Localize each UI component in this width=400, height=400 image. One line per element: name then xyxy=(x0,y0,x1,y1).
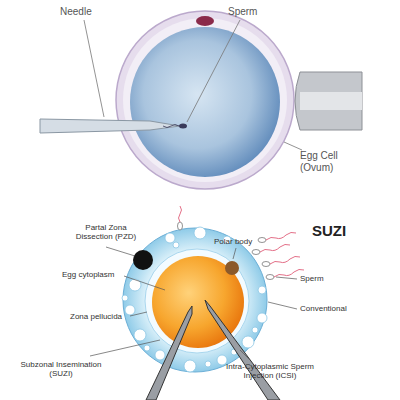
part-label: Sperm xyxy=(228,6,257,18)
part-label: Egg cytoplasm xyxy=(62,270,114,279)
part-label: Sperm xyxy=(300,274,324,283)
part-label: Partal Zona Dissection (PZD) xyxy=(70,223,142,241)
icsi-illustration xyxy=(40,11,362,189)
part-label: Conventional xyxy=(300,304,347,313)
part-label: Needle xyxy=(60,6,92,18)
part-label: Zona pellucida xyxy=(70,312,122,321)
part-label: Subzonal Insemination (SUZI) xyxy=(20,360,102,378)
part-label: Egg Cell (Ovum) xyxy=(300,150,358,173)
part-label: Polar body xyxy=(214,237,274,246)
part-label: Intra-Cytoplasmic Sperm Injection (ICSI) xyxy=(222,362,318,380)
panel-title: SUZI xyxy=(312,222,346,239)
